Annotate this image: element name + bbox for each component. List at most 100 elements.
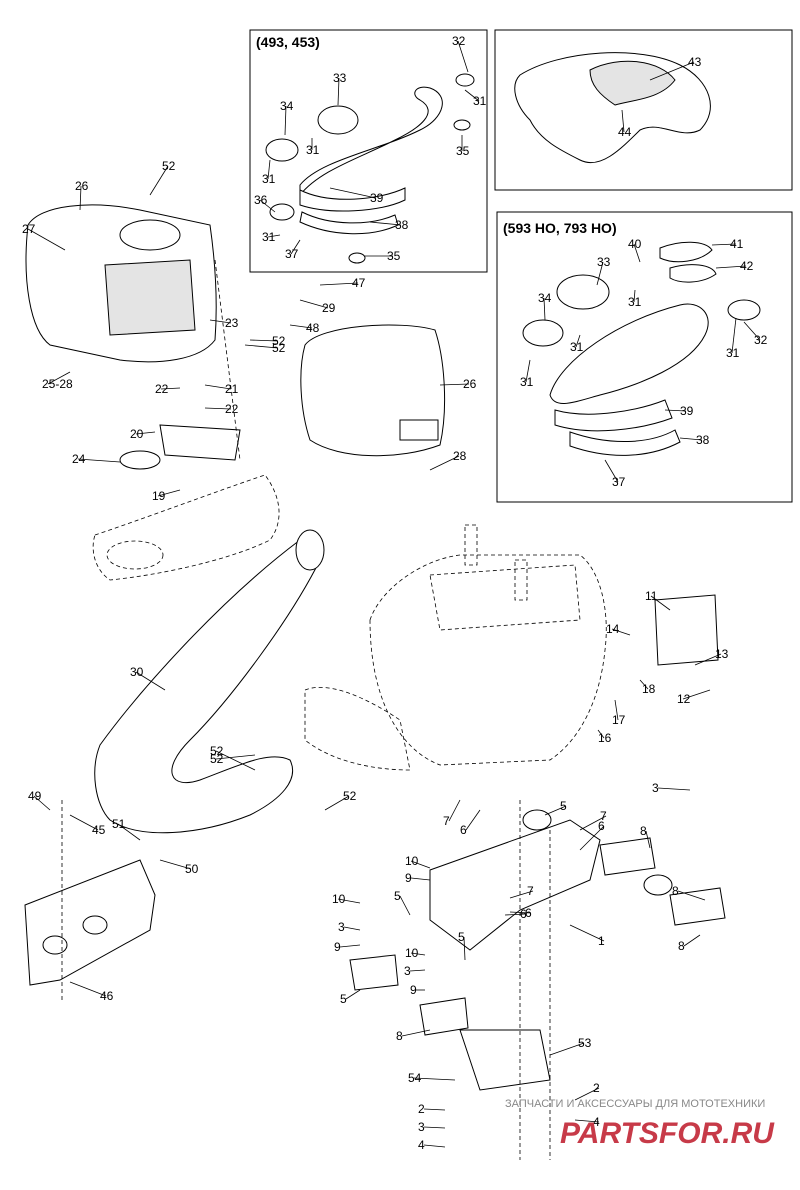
callout-leader [423,1108,446,1111]
callout-leader [410,952,426,956]
callout-label: 6 [598,819,605,833]
callout-leader [215,750,256,771]
callout-label: 43 [688,55,702,69]
callout-leader [215,754,256,760]
callout-leader [69,814,99,831]
callout-leader [423,1126,446,1129]
callout-leader [159,859,192,870]
callout-label: 10 [332,892,346,906]
callout-label: 52 [343,789,357,803]
callout-leader [596,261,604,286]
inset-493-453: (493, 453) [249,29,488,273]
silencer-base-plate [92,474,280,581]
engine-mount-bracket [429,809,673,1091]
callout-label: 7 [600,809,607,823]
callout-leader [399,895,411,916]
callout-label: 8 [640,824,647,838]
callout-label: 2 [593,1081,600,1095]
callout-label: 52 [210,744,224,758]
silencer-left [25,204,217,363]
callout-leader [439,383,470,386]
watermark: ЗАПЧАСТИ И АКСЕССУАРЫ ДЛЯ МОТОТЕХНИКИ PA… [505,1098,775,1150]
callout-leader [597,729,605,739]
callout-label: 5 [560,799,567,813]
callout-leader [682,689,711,700]
callout-leader [423,1144,446,1148]
support-bracket [24,859,156,986]
callout-leader [711,243,737,246]
callout-leader [204,384,232,390]
callout-leader [574,1119,600,1123]
callout-label: 9 [405,871,412,885]
callout-leader [289,324,313,329]
callout-label: 31 [262,230,276,244]
callout-leader [621,109,625,133]
callout-label: 38 [395,218,409,232]
callout-label: 48 [306,321,320,335]
callout-label: 31 [570,340,584,354]
callout-label: 31 [628,295,642,309]
callout-leader [204,407,232,410]
callout-leader [319,282,359,286]
callout-leader [299,299,329,309]
callout-leader [464,89,480,102]
callout-leader [135,671,166,691]
callout-leader [413,1077,456,1081]
callout-label: 26 [463,377,477,391]
callout-leader [47,371,71,385]
callout-leader [284,105,287,136]
callout-label: 52 [162,159,176,173]
callout-label: 20 [130,427,144,441]
callout-label: 38 [696,433,710,447]
callout-leader [569,924,605,942]
callout-leader [401,1029,431,1037]
callout-label: 9 [334,940,341,954]
callout-label: 27 [22,222,36,236]
callout-label: 31 [262,172,276,186]
callout-label: 40 [628,237,642,251]
callout-leader [575,334,581,348]
callout-label: 41 [730,237,744,251]
callout-leader [157,489,181,497]
callout-label: 16 [598,731,612,745]
callout-leader [509,911,532,914]
callout-label: 39 [680,404,694,418]
callout-label: 37 [612,475,626,489]
callout-leader [731,317,737,354]
callout-leader [465,809,481,831]
callout-label: 54 [408,1071,422,1085]
callout-leader [683,934,701,947]
callout-label: 14 [606,622,620,636]
callout-leader [244,344,279,349]
callout-leader [715,265,747,269]
inset-title: (593 HO, 793 HO) [503,220,617,236]
tuned-pipe [94,529,325,834]
callout-leader [543,297,546,321]
callout-label: 5 [340,992,347,1006]
callout-leader [160,387,181,390]
callout-leader [209,319,232,324]
callout-label: 33 [333,71,347,85]
inset-593-793: (593 HO, 793 HO) [496,211,793,503]
callout-label: 29 [322,301,336,315]
callout-leader [525,359,531,383]
callout-label: 47 [352,276,366,290]
silencer-right [300,324,446,457]
callout-label: 36 [254,193,268,207]
callout-leader [409,969,426,972]
callout-leader [574,1087,600,1101]
callout-label: 2 [418,1102,425,1116]
callout-leader [694,653,722,666]
callout-leader [509,890,534,899]
callout-leader [345,989,361,1000]
callout-label: 28 [453,449,467,463]
callout-label: 7 [443,814,450,828]
callout-label: 31 [520,375,534,389]
alignment-lines [61,259,551,1160]
callout-label: 10 [405,946,419,960]
callout-leader [604,459,619,483]
inset-cover [494,29,793,191]
callout-leader [410,877,431,881]
